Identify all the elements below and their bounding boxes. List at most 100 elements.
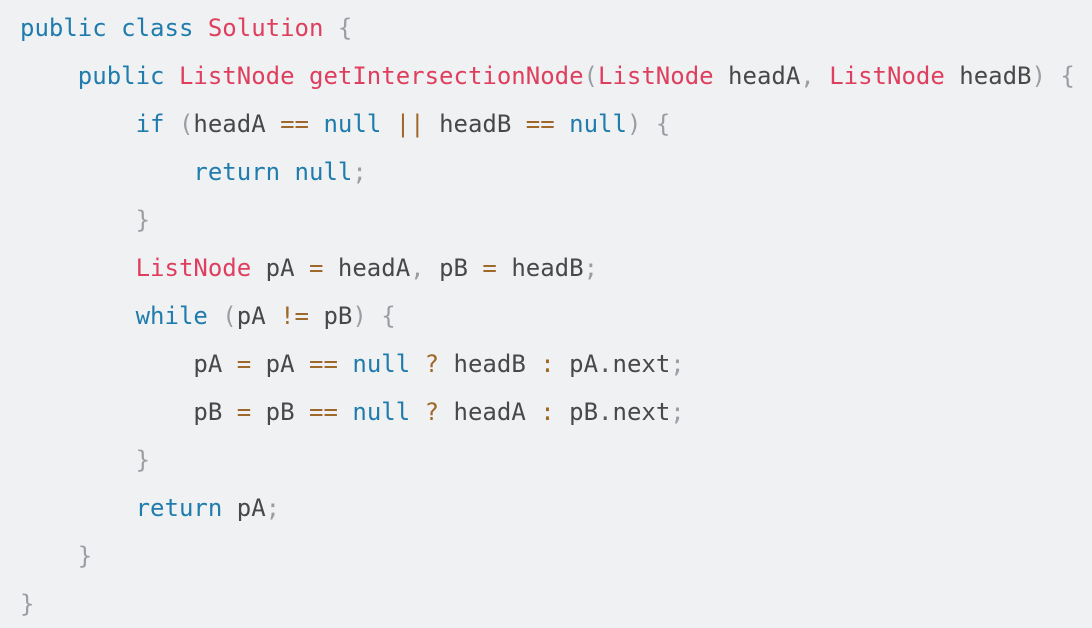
- token-plain: [425, 110, 439, 138]
- token-plain: [714, 62, 728, 90]
- token-keyword: null: [352, 350, 411, 378]
- token-plain: [295, 62, 309, 90]
- token-keyword: public: [20, 14, 107, 42]
- code-line-5: }: [20, 196, 1075, 244]
- token-ident: pB: [193, 398, 223, 426]
- token-plain: [107, 14, 121, 42]
- token-plain: [526, 398, 540, 426]
- token-punct: (: [222, 302, 237, 330]
- token-operator: !=: [280, 302, 310, 330]
- token-punct: }: [20, 590, 35, 618]
- token-plain: [555, 350, 569, 378]
- token-punct: {: [381, 302, 396, 330]
- token-ident: pA: [236, 302, 266, 330]
- code-line-10: }: [20, 436, 1075, 484]
- token-plain: [425, 254, 439, 282]
- code-indent: [20, 254, 136, 282]
- code-line-12: }: [20, 532, 1075, 580]
- token-plain: [555, 110, 569, 138]
- token-plain: [367, 302, 381, 330]
- token-punct: ;: [670, 350, 685, 378]
- token-punct: ): [626, 110, 642, 138]
- token-keyword: public: [77, 62, 165, 90]
- token-operator: =: [309, 254, 324, 282]
- token-plain: [439, 350, 453, 378]
- code-line-1: public class Solution {: [20, 4, 1075, 52]
- token-operator: :: [540, 350, 555, 378]
- token-plain: [295, 350, 309, 378]
- token-plain: [266, 302, 280, 330]
- token-ident: headB: [959, 62, 1032, 90]
- token-keyword: null: [352, 398, 411, 426]
- token-punct: ;: [352, 158, 367, 186]
- token-ident: pB: [569, 398, 599, 426]
- token-type: ListNode: [178, 62, 295, 90]
- token-plain: [266, 110, 280, 138]
- token-ident: headB: [453, 350, 526, 378]
- token-plain: [295, 254, 309, 282]
- token-operator: =: [236, 398, 252, 426]
- code-line-6: ListNode pA = headA, pB = headB;: [20, 244, 1075, 292]
- token-dot: .: [598, 350, 613, 378]
- token-plain: [468, 254, 482, 282]
- token-plain: [295, 398, 309, 426]
- token-ident: pA: [569, 350, 599, 378]
- token-plain: [165, 62, 179, 90]
- token-ident: pB: [439, 254, 468, 282]
- token-plain: [222, 398, 236, 426]
- token-operator: ==: [309, 398, 338, 426]
- token-punct: }: [77, 542, 93, 570]
- token-operator: ==: [525, 110, 555, 138]
- code-line-9: pB = pB == null ? headA : pB.next;: [20, 388, 1075, 436]
- token-keyword: while: [135, 302, 208, 330]
- token-operator: ?: [424, 350, 440, 378]
- token-plain: [222, 494, 236, 522]
- token-ident: headB: [439, 110, 512, 138]
- token-operator: ||: [395, 110, 425, 138]
- token-ident: headB: [511, 254, 584, 282]
- token-keyword: return: [193, 158, 281, 186]
- token-ident: next: [612, 350, 671, 378]
- code-block[interactable]: public class Solution { public ListNode …: [20, 4, 1075, 628]
- token-func: getIntersectionNode: [309, 62, 584, 90]
- token-punct: (: [583, 62, 598, 90]
- token-plain: [280, 158, 294, 186]
- token-type: ListNode: [135, 254, 252, 282]
- code-indent: [20, 542, 78, 570]
- token-plain: [381, 110, 395, 138]
- code-indent: [20, 494, 136, 522]
- code-line-11: return pA;: [20, 484, 1075, 532]
- token-punct: (: [178, 110, 194, 138]
- code-line-8: pA = pA == null ? headB : pA.next;: [20, 340, 1075, 388]
- token-ident: pA: [236, 494, 266, 522]
- token-operator: =: [482, 254, 497, 282]
- token-plain: [251, 254, 265, 282]
- token-plain: [815, 62, 829, 90]
- code-line-7: while (pA != pB) {: [20, 292, 1075, 340]
- token-punct: ,: [410, 254, 425, 282]
- token-type: Solution: [207, 14, 324, 42]
- token-punct: ;: [583, 254, 599, 282]
- token-punct: ): [1031, 62, 1046, 90]
- token-ident: pA: [193, 350, 223, 378]
- code-line-4: return null;: [20, 148, 1075, 196]
- token-plain: [222, 350, 236, 378]
- token-type: ListNode: [598, 62, 714, 90]
- token-operator: ==: [280, 110, 310, 138]
- token-plain: [251, 350, 265, 378]
- code-indent: [20, 206, 136, 234]
- token-ident: next: [612, 398, 671, 426]
- token-punct: }: [135, 446, 151, 474]
- code-line-2: public ListNode getIntersectionNode(List…: [20, 52, 1075, 100]
- token-plain: [323, 14, 337, 42]
- token-ident: pA: [265, 254, 295, 282]
- token-plain: [1046, 62, 1060, 90]
- token-plain: [208, 302, 222, 330]
- token-keyword: return: [135, 494, 223, 522]
- code-indent: [20, 398, 193, 426]
- token-punct: {: [1060, 62, 1075, 90]
- token-plain: [251, 398, 265, 426]
- token-punct: {: [337, 14, 353, 42]
- token-plain: [193, 14, 207, 42]
- token-plain: [323, 254, 337, 282]
